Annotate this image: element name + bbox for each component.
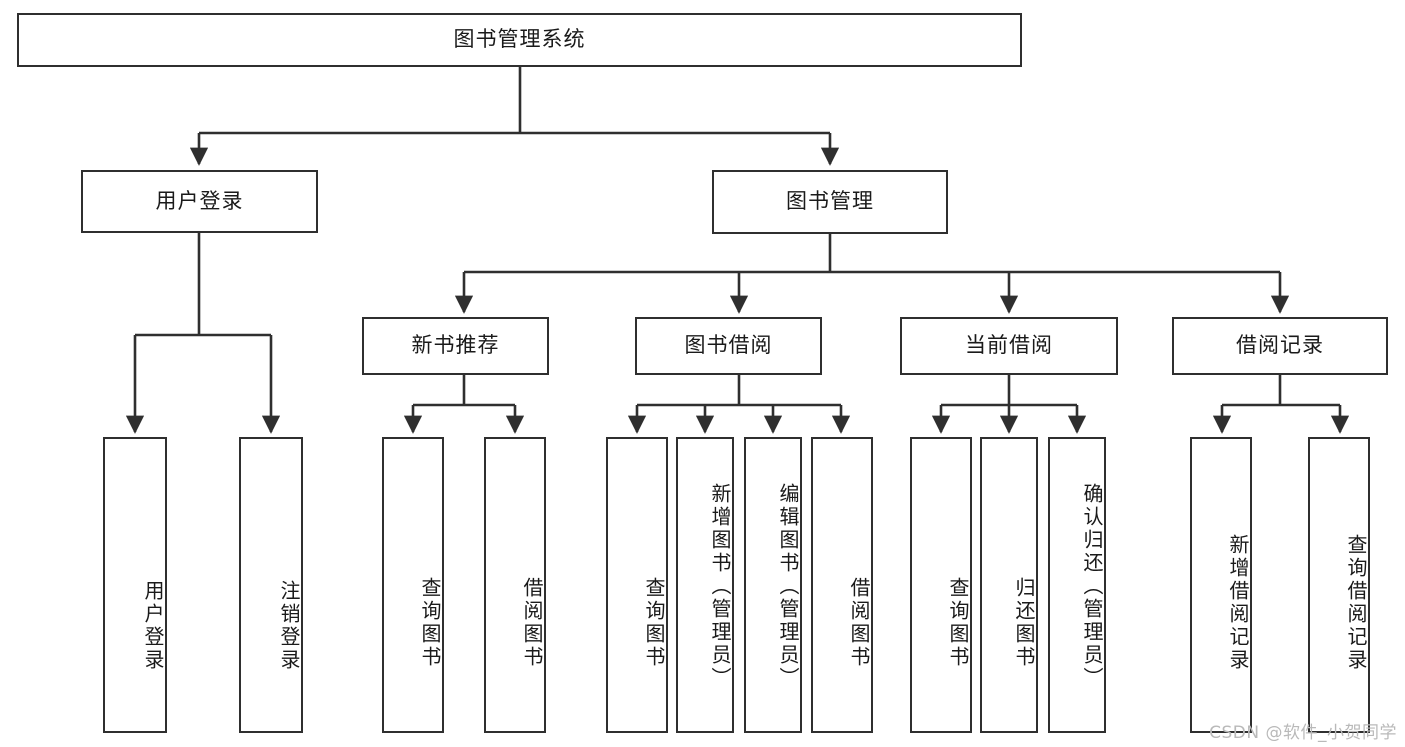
node-current-borrow-label: 当前借阅 <box>965 333 1053 358</box>
node-new-book-recommend-label: 新书推荐 <box>411 333 500 358</box>
node-leaf-borrow-book-2[interactable]: 借阅图书 <box>811 437 873 733</box>
node-leaf-query-book-1-label: 查询图书 <box>418 577 442 669</box>
node-leaf-return-book-label: 归还图书 <box>1012 577 1036 669</box>
node-book-borrow-label: 图书借阅 <box>684 333 773 358</box>
node-leaf-user-login[interactable]: 用户登录 <box>103 437 167 733</box>
node-leaf-add-record[interactable]: 新增借阅记录 <box>1190 437 1252 733</box>
node-leaf-confirm-return-label: 确认归还（管理员） <box>1080 482 1104 690</box>
node-leaf-edit-book[interactable]: 编辑图书（管理员） <box>744 437 802 733</box>
node-book-manage-label: 图书管理 <box>786 189 874 214</box>
node-leaf-logout[interactable]: 注销登录 <box>239 437 303 733</box>
csdn-watermark: CSDN @软件_小贺同学 <box>1209 723 1397 743</box>
node-leaf-add-record-label: 新增借阅记录 <box>1226 534 1250 672</box>
node-borrow-record-label: 借阅记录 <box>1236 333 1324 358</box>
node-leaf-logout-label: 注销登录 <box>277 580 301 672</box>
node-current-borrow[interactable]: 当前借阅 <box>900 317 1118 375</box>
node-leaf-query-book-3[interactable]: 查询图书 <box>910 437 972 733</box>
node-new-book-recommend[interactable]: 新书推荐 <box>362 317 549 375</box>
node-borrow-record[interactable]: 借阅记录 <box>1172 317 1388 375</box>
node-leaf-query-book-1[interactable]: 查询图书 <box>382 437 444 733</box>
node-leaf-borrow-book-1[interactable]: 借阅图书 <box>484 437 546 733</box>
node-book-borrow[interactable]: 图书借阅 <box>635 317 822 375</box>
node-leaf-query-book-2[interactable]: 查询图书 <box>606 437 668 733</box>
node-leaf-confirm-return[interactable]: 确认归还（管理员） <box>1048 437 1106 733</box>
node-root[interactable]: 图书管理系统 <box>17 13 1022 67</box>
node-leaf-borrow-book-1-label: 借阅图书 <box>520 577 544 669</box>
node-leaf-user-login-label: 用户登录 <box>141 580 165 672</box>
node-leaf-return-book[interactable]: 归还图书 <box>980 437 1038 733</box>
node-leaf-query-record[interactable]: 查询借阅记录 <box>1308 437 1370 733</box>
node-book-manage[interactable]: 图书管理 <box>712 170 948 234</box>
node-leaf-query-record-label: 查询借阅记录 <box>1344 534 1368 672</box>
node-user-login-label: 用户登录 <box>155 188 244 213</box>
node-leaf-borrow-book-2-label: 借阅图书 <box>847 577 871 669</box>
node-leaf-query-book-2-label: 查询图书 <box>642 577 666 669</box>
node-leaf-add-book-label: 新增图书（管理员） <box>708 482 732 690</box>
node-user-login[interactable]: 用户登录 <box>81 170 318 233</box>
node-leaf-edit-book-label: 编辑图书（管理员） <box>776 482 800 690</box>
node-leaf-add-book[interactable]: 新增图书（管理员） <box>676 437 734 733</box>
node-leaf-query-book-3-label: 查询图书 <box>946 577 970 669</box>
node-root-label: 图书管理系统 <box>453 27 586 52</box>
